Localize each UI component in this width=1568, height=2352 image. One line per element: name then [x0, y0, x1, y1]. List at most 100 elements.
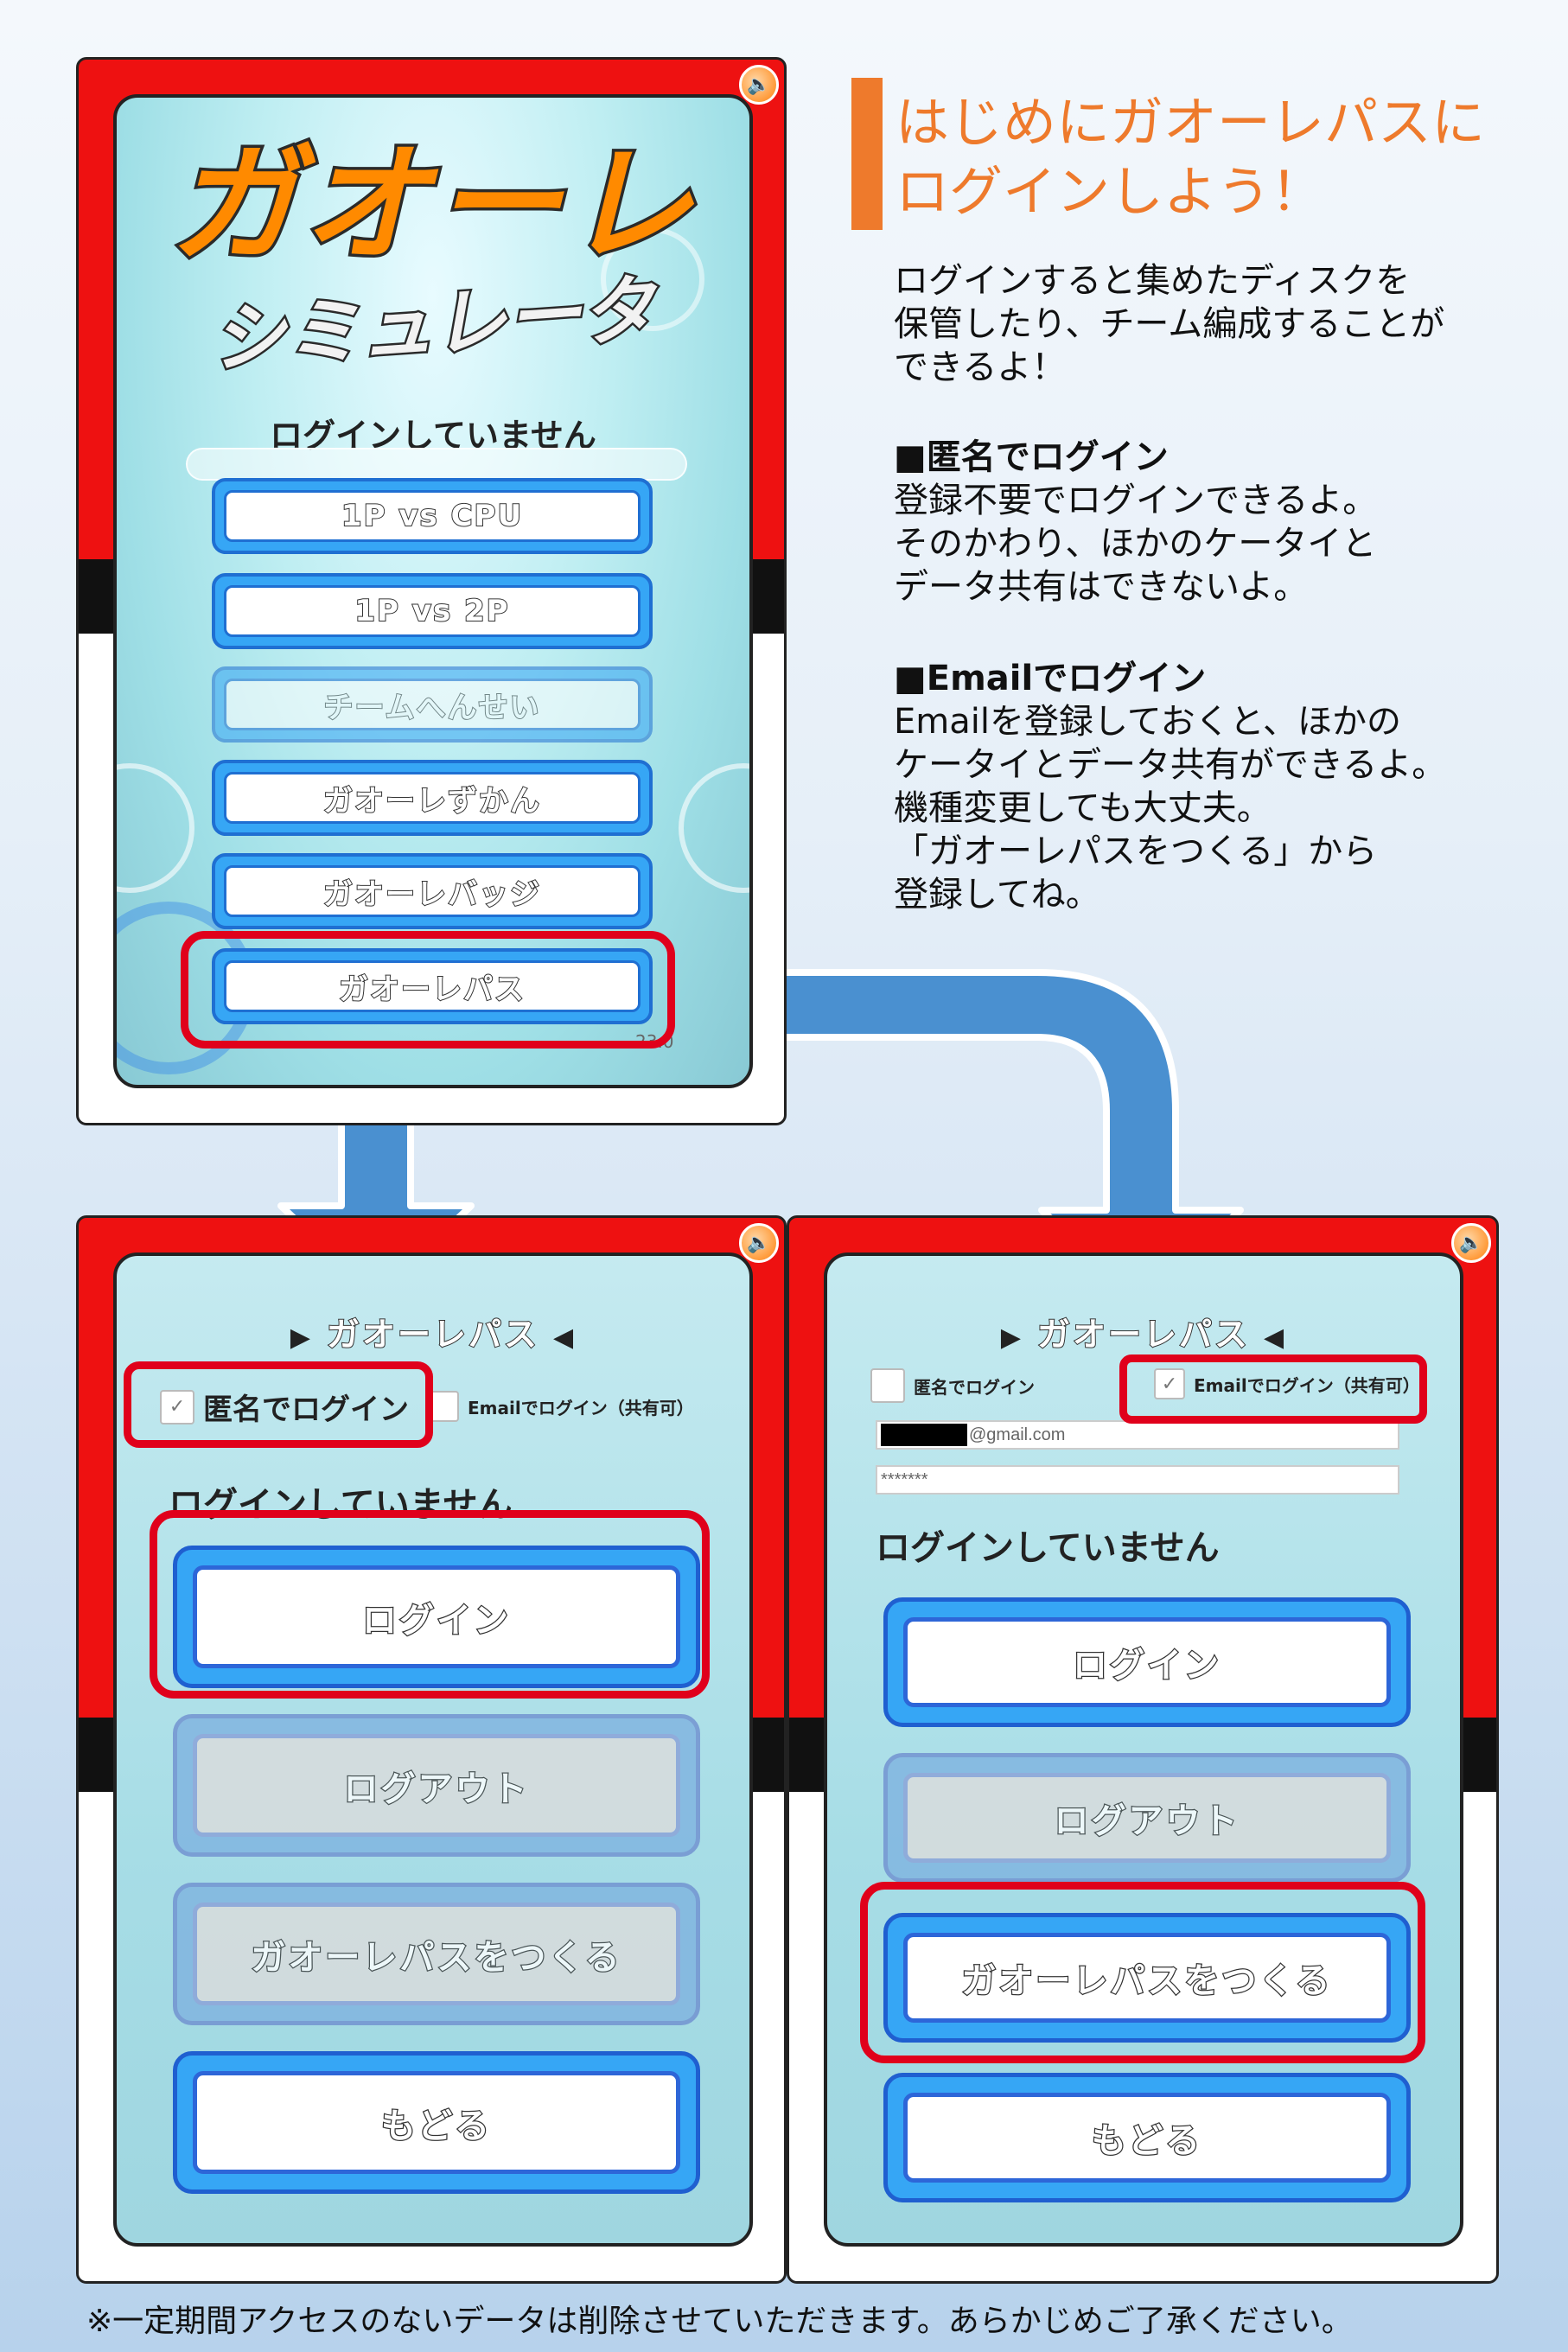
email-checkbox[interactable]: [428, 1391, 459, 1422]
menu-button-1p-vs-2p[interactable]: 1P vs 2P: [212, 573, 653, 649]
sound-toggle-button[interactable]: 🔈: [739, 1223, 779, 1263]
email-section: ■Emailでログイン Emailを登録しておくと、ほかの ケータイとデータ共有…: [894, 657, 1551, 916]
left-triangle-icon: ◀: [1264, 1323, 1287, 1353]
email-section-title: ■Emailでログイン: [894, 659, 1207, 698]
logout-button-label: ログアウト: [903, 1773, 1391, 1863]
checkmark-icon: ✓: [1161, 1373, 1178, 1395]
back-button-label: もどる: [193, 2071, 680, 2174]
logout-button[interactable]: ログアウト: [883, 1753, 1411, 1883]
login-email-phone-frame: 🔈 ▶ ガオーレパス ◀ 匿名でログイン ✓ Emailでログイン（共有可） @gm…: [787, 1215, 1499, 2284]
login-status: ログインしていません: [169, 1485, 513, 1525]
anonymous-checkbox-label: 匿名でログイン: [203, 1393, 409, 1427]
gaole-pass-title: ▶ ガオーレパス ◀: [117, 1308, 749, 1355]
email-line-4: 「ガオーレパスをつくる」から: [894, 832, 1378, 871]
login-button[interactable]: ログイン: [173, 1546, 700, 1688]
anonymous-section: ■匿名でログイン 登録不要でログインできるよ。 そのかわり、ほかのケータイと デ…: [894, 436, 1551, 609]
page-heading: はじめにガオーレパスに ログインしよう！: [896, 88, 1552, 226]
back-button[interactable]: もどる: [883, 2073, 1411, 2202]
right-triangle-icon: ▶: [1000, 1323, 1023, 1353]
logo-title: ガオーレ: [168, 131, 696, 279]
email-line-5: 登録してね。: [894, 875, 1100, 915]
login-button-label: ログイン: [193, 1565, 680, 1668]
gaole-pass-title-text: ガオーレパス: [326, 1315, 539, 1354]
menu-button-label: ガオーレずかん: [224, 772, 641, 824]
anonymous-line-2: そのかわり、ほかのケータイと: [894, 524, 1377, 564]
gaole-pass-title: ▶ ガオーレパス ◀: [827, 1308, 1460, 1355]
footnote: ※一定期間アクセスのないデータは削除させていただきます。あらかじめご了承ください…: [86, 2304, 1353, 2339]
speaker-icon: 🔈: [747, 1232, 771, 1254]
highlight-gaole-pass: [181, 931, 675, 1049]
right-triangle-icon: ▶: [290, 1323, 313, 1353]
add-circle-decoration: [601, 227, 704, 331]
anonymous-login-option[interactable]: 匿名でログイン: [870, 1368, 1035, 1403]
menu-screen: ガオーレ シミュレータ ログインしていません 1P vs CPU 1P vs 2…: [113, 94, 753, 1088]
sound-toggle-button[interactable]: 🔈: [739, 65, 779, 105]
login-status: ログインしていません: [876, 1528, 1220, 1568]
create-gaole-pass-button[interactable]: ガオーレパスをつくる: [883, 1913, 1411, 2043]
highlight-login-button: [150, 1510, 710, 1699]
menu-button-label: チームへんせい: [224, 679, 641, 730]
highlight-email-option: [1119, 1354, 1427, 1424]
anonymous-section-title: ■匿名でログイン: [894, 437, 1169, 477]
highlight-create-pass-button: [860, 1882, 1425, 2063]
create-gaole-pass-button-label: ガオーレパスをつくる: [193, 1903, 680, 2005]
checkmark-icon: ✓: [169, 1396, 186, 1418]
email-checkbox-label: Emailでログイン（共有可）: [1194, 1374, 1420, 1396]
menu-button-label: ガオーレバッジ: [224, 865, 641, 917]
left-triangle-icon: ◀: [553, 1323, 577, 1353]
create-gaole-pass-button-label: ガオーレパスをつくる: [903, 1933, 1391, 2023]
speaker-icon: 🔈: [1459, 1232, 1483, 1254]
logout-button[interactable]: ログアウト: [173, 1714, 700, 1857]
intro-text: ログインすると集めたディスクを 保管したり、チーム編成することが できるよ！: [894, 259, 1551, 389]
login-button[interactable]: ログイン: [883, 1597, 1411, 1727]
password-field[interactable]: *******: [876, 1465, 1399, 1495]
menu-button-gaole-pass[interactable]: ガオーレパス: [212, 948, 653, 1024]
logo-subtitle: シミュレータ: [206, 265, 660, 386]
redaction-mask: [881, 1424, 967, 1446]
speaker-icon: 🔈: [747, 73, 771, 96]
email-line-2: ケータイとデータ共有ができるよ。: [894, 745, 1447, 785]
create-gaole-pass-button[interactable]: ガオーレパスをつくる: [173, 1883, 700, 2025]
anonymous-checkbox[interactable]: [870, 1368, 905, 1403]
login-anonymous-screen: ▶ ガオーレパス ◀ ✓ 匿名でログイン Emailでログイン（共有可） ログインし…: [113, 1252, 753, 2247]
anonymous-login-option[interactable]: ✓ 匿名でログイン: [160, 1386, 409, 1428]
intro-line-3: できるよ！: [894, 347, 1067, 387]
heading-accent-bar: [851, 78, 883, 230]
heading-line-1: はじめにガオーレパスに: [896, 91, 1486, 154]
menu-button-1p-vs-cpu[interactable]: 1P vs CPU: [212, 478, 653, 554]
right-ball-decoration: [679, 763, 749, 893]
menu-button-label: ガオーレパス: [224, 960, 641, 1012]
left-ball-decoration: [117, 763, 194, 893]
menu-button-label: 1P vs 2P: [224, 585, 641, 637]
highlight-anonymous-option: [124, 1361, 433, 1448]
email-checkbox-label: Emailでログイン（共有可）: [468, 1397, 694, 1418]
email-line-3: 機種変更しても大丈夫。: [894, 788, 1272, 828]
anonymous-line-1: 登録不要でログインできるよ。: [894, 481, 1378, 520]
logout-button-label: ログアウト: [193, 1734, 680, 1837]
menu-button-label: 1P vs CPU: [224, 490, 641, 542]
password-value: *******: [881, 1469, 928, 1489]
back-button-label: もどる: [903, 2093, 1391, 2183]
login-anonymous-phone-frame: 🔈 ▶ ガオーレパス ◀ ✓ 匿名でログイン Emailでログイン（共有可） ログイ…: [76, 1215, 787, 2284]
anonymous-line-3: データ共有はできないよ。: [894, 567, 1309, 607]
email-login-option[interactable]: Emailでログイン（共有可）: [428, 1391, 694, 1422]
email-login-option[interactable]: ✓ Emailでログイン（共有可）: [1154, 1368, 1420, 1399]
email-checkbox[interactable]: ✓: [1154, 1368, 1185, 1399]
intro-line-2: 保管したり、チーム編成することが: [894, 304, 1445, 344]
email-field[interactable]: @gmail.com: [876, 1420, 1399, 1450]
email-line-1: Emailを登録しておくと、ほかの: [894, 702, 1401, 742]
heading-line-2: ログインしよう！: [896, 160, 1325, 223]
sound-toggle-button[interactable]: 🔈: [1451, 1223, 1491, 1263]
menu-button-zukan[interactable]: ガオーレずかん: [212, 760, 653, 836]
anonymous-checkbox[interactable]: ✓: [160, 1389, 194, 1425]
login-email-screen: ▶ ガオーレパス ◀ 匿名でログイン ✓ Emailでログイン（共有可） @gmai…: [824, 1252, 1463, 2247]
menu-button-team[interactable]: チームへんせい: [212, 666, 653, 743]
login-button-label: ログイン: [903, 1617, 1391, 1707]
back-button[interactable]: もどる: [173, 2051, 700, 2194]
gaole-pass-title-text: ガオーレパス: [1036, 1315, 1250, 1354]
email-value: @gmail.com: [969, 1425, 1066, 1444]
disk-indicator-bar: [186, 448, 687, 481]
menu-phone-frame: 🔈 ガオーレ シミュレータ ログインしていません 1P vs CPU 1P vs…: [76, 57, 787, 1125]
anonymous-checkbox-label: 匿名でログイン: [914, 1376, 1035, 1398]
menu-button-badge[interactable]: ガオーレバッジ: [212, 853, 653, 929]
